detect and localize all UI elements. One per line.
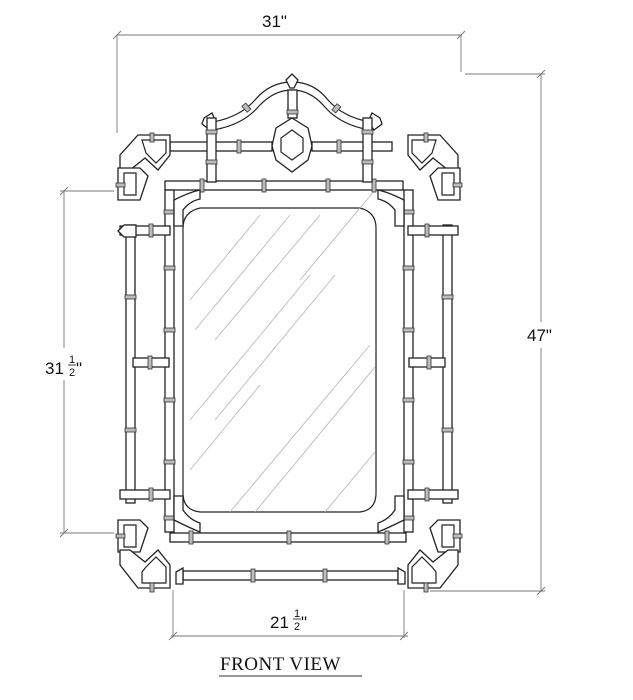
mirror-height-unit: " bbox=[76, 359, 82, 378]
overall-height-label: 47" bbox=[527, 326, 552, 345]
mirror-frame bbox=[115, 73, 463, 593]
drawing-title: FRONT VIEW bbox=[219, 654, 362, 677]
left-side bbox=[117, 189, 176, 533]
dimension-mirror-width: 21 1 2 " bbox=[168, 590, 409, 641]
mirror-width-fraction-denominator: 2 bbox=[294, 621, 300, 633]
mirror-width-label: 21 bbox=[270, 613, 289, 632]
mirror-glass bbox=[182, 189, 377, 513]
corner-ornament-top-right bbox=[407, 132, 463, 201]
dimension-overall-height: 47" bbox=[430, 69, 555, 596]
mirror-height-fraction-denominator: 2 bbox=[69, 367, 75, 379]
mirror-height-label: 31 bbox=[45, 359, 64, 378]
bottom-rails bbox=[169, 530, 407, 583]
front-view-title: FRONT VIEW bbox=[220, 654, 341, 675]
corner-ornament-bottom-right bbox=[407, 519, 463, 593]
mirror-height-fraction-numerator: 1 bbox=[69, 354, 75, 366]
dimension-mirror-height: 31 1 2 " bbox=[40, 186, 114, 538]
center-medallion bbox=[271, 117, 313, 173]
dimension-overall-width: 31" bbox=[112, 12, 466, 133]
mirror-width-unit: " bbox=[301, 613, 307, 632]
corner-ornament-top-left bbox=[115, 132, 171, 201]
corner-ornament-bottom-left bbox=[115, 519, 171, 593]
glass-hatch-lines bbox=[189, 189, 376, 513]
mirror-width-fraction-numerator: 1 bbox=[294, 608, 300, 620]
right-side bbox=[402, 189, 459, 533]
overall-width-label: 31" bbox=[262, 12, 287, 31]
